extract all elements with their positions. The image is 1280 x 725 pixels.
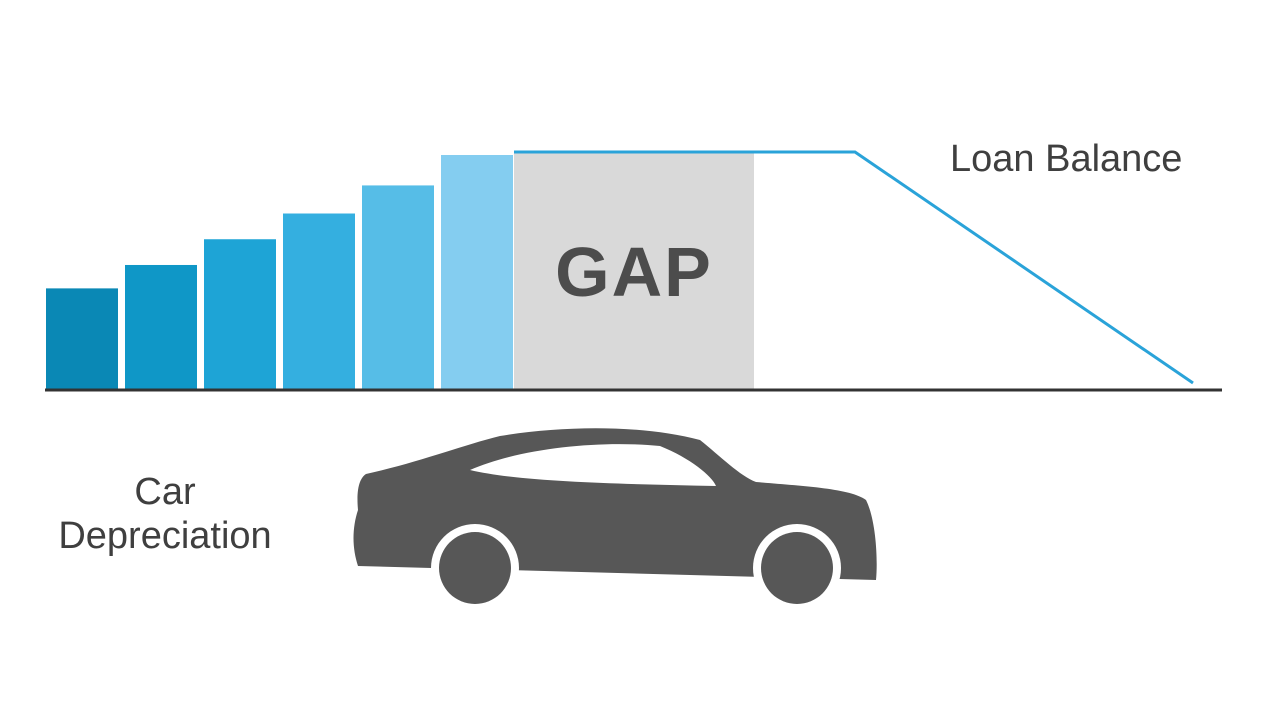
depreciation-bar [125, 264, 197, 389]
gap-region [514, 152, 754, 390]
loan-balance-label: Loan Balance [950, 138, 1183, 180]
depreciation-bar [362, 185, 434, 389]
car-icon [353, 428, 877, 612]
car-depreciation-line-1: Car [134, 471, 196, 513]
front-wheel [761, 532, 833, 604]
loan-balance-line [514, 150, 1194, 385]
depreciation-bar [46, 288, 118, 389]
depreciation-bar [204, 239, 276, 389]
depreciation-bars [46, 155, 513, 389]
car-window [470, 444, 716, 486]
car-depreciation-line-2: Depreciation [58, 515, 272, 557]
car-depreciation-label: Car Depreciation [40, 470, 290, 558]
gap-label: GAP [555, 233, 713, 311]
depreciation-bar [441, 155, 513, 389]
depreciation-bar [283, 213, 355, 389]
rear-wheel [439, 532, 511, 604]
